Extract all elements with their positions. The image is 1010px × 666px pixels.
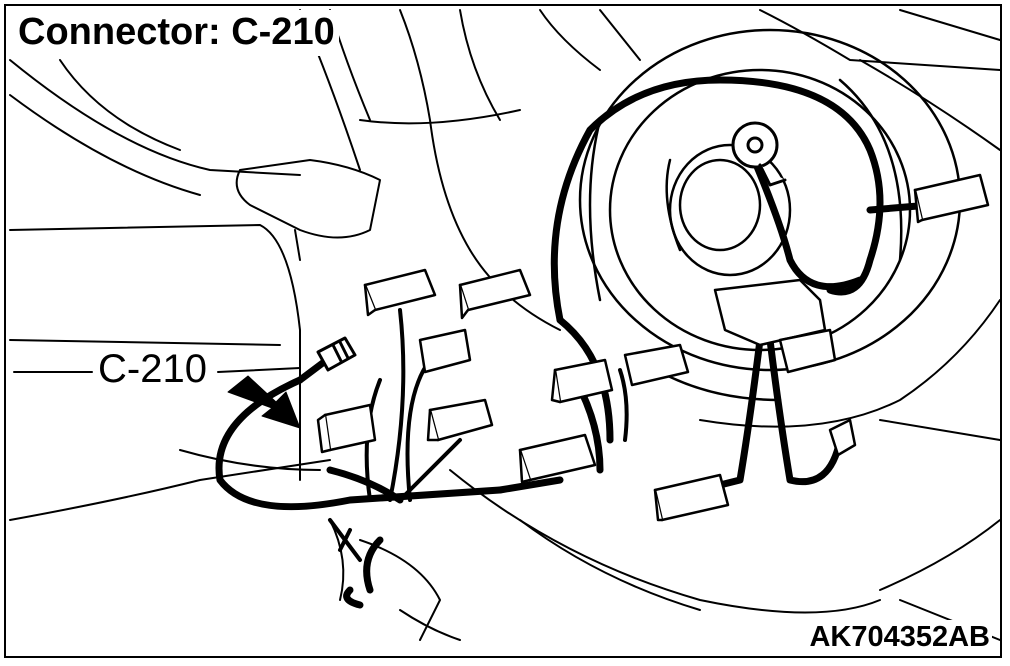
thin-wires [328,308,629,562]
wire-harness [215,76,934,609]
c-210-pointer [13,367,301,429]
connector-blocks [316,173,990,522]
ground-terminal [731,121,787,187]
callout-arrow-icon [227,375,301,429]
diagram-title: Connector: C-210 [16,10,339,56]
dashboard-outline [9,9,1001,641]
connector-c-210 [316,403,377,454]
diagram-border [4,4,1002,658]
column-cover [235,159,381,261]
callout-label-c-210: C-210 [96,346,209,392]
harness-plug [316,336,357,372]
reference-code: AK704352AB [807,620,992,654]
